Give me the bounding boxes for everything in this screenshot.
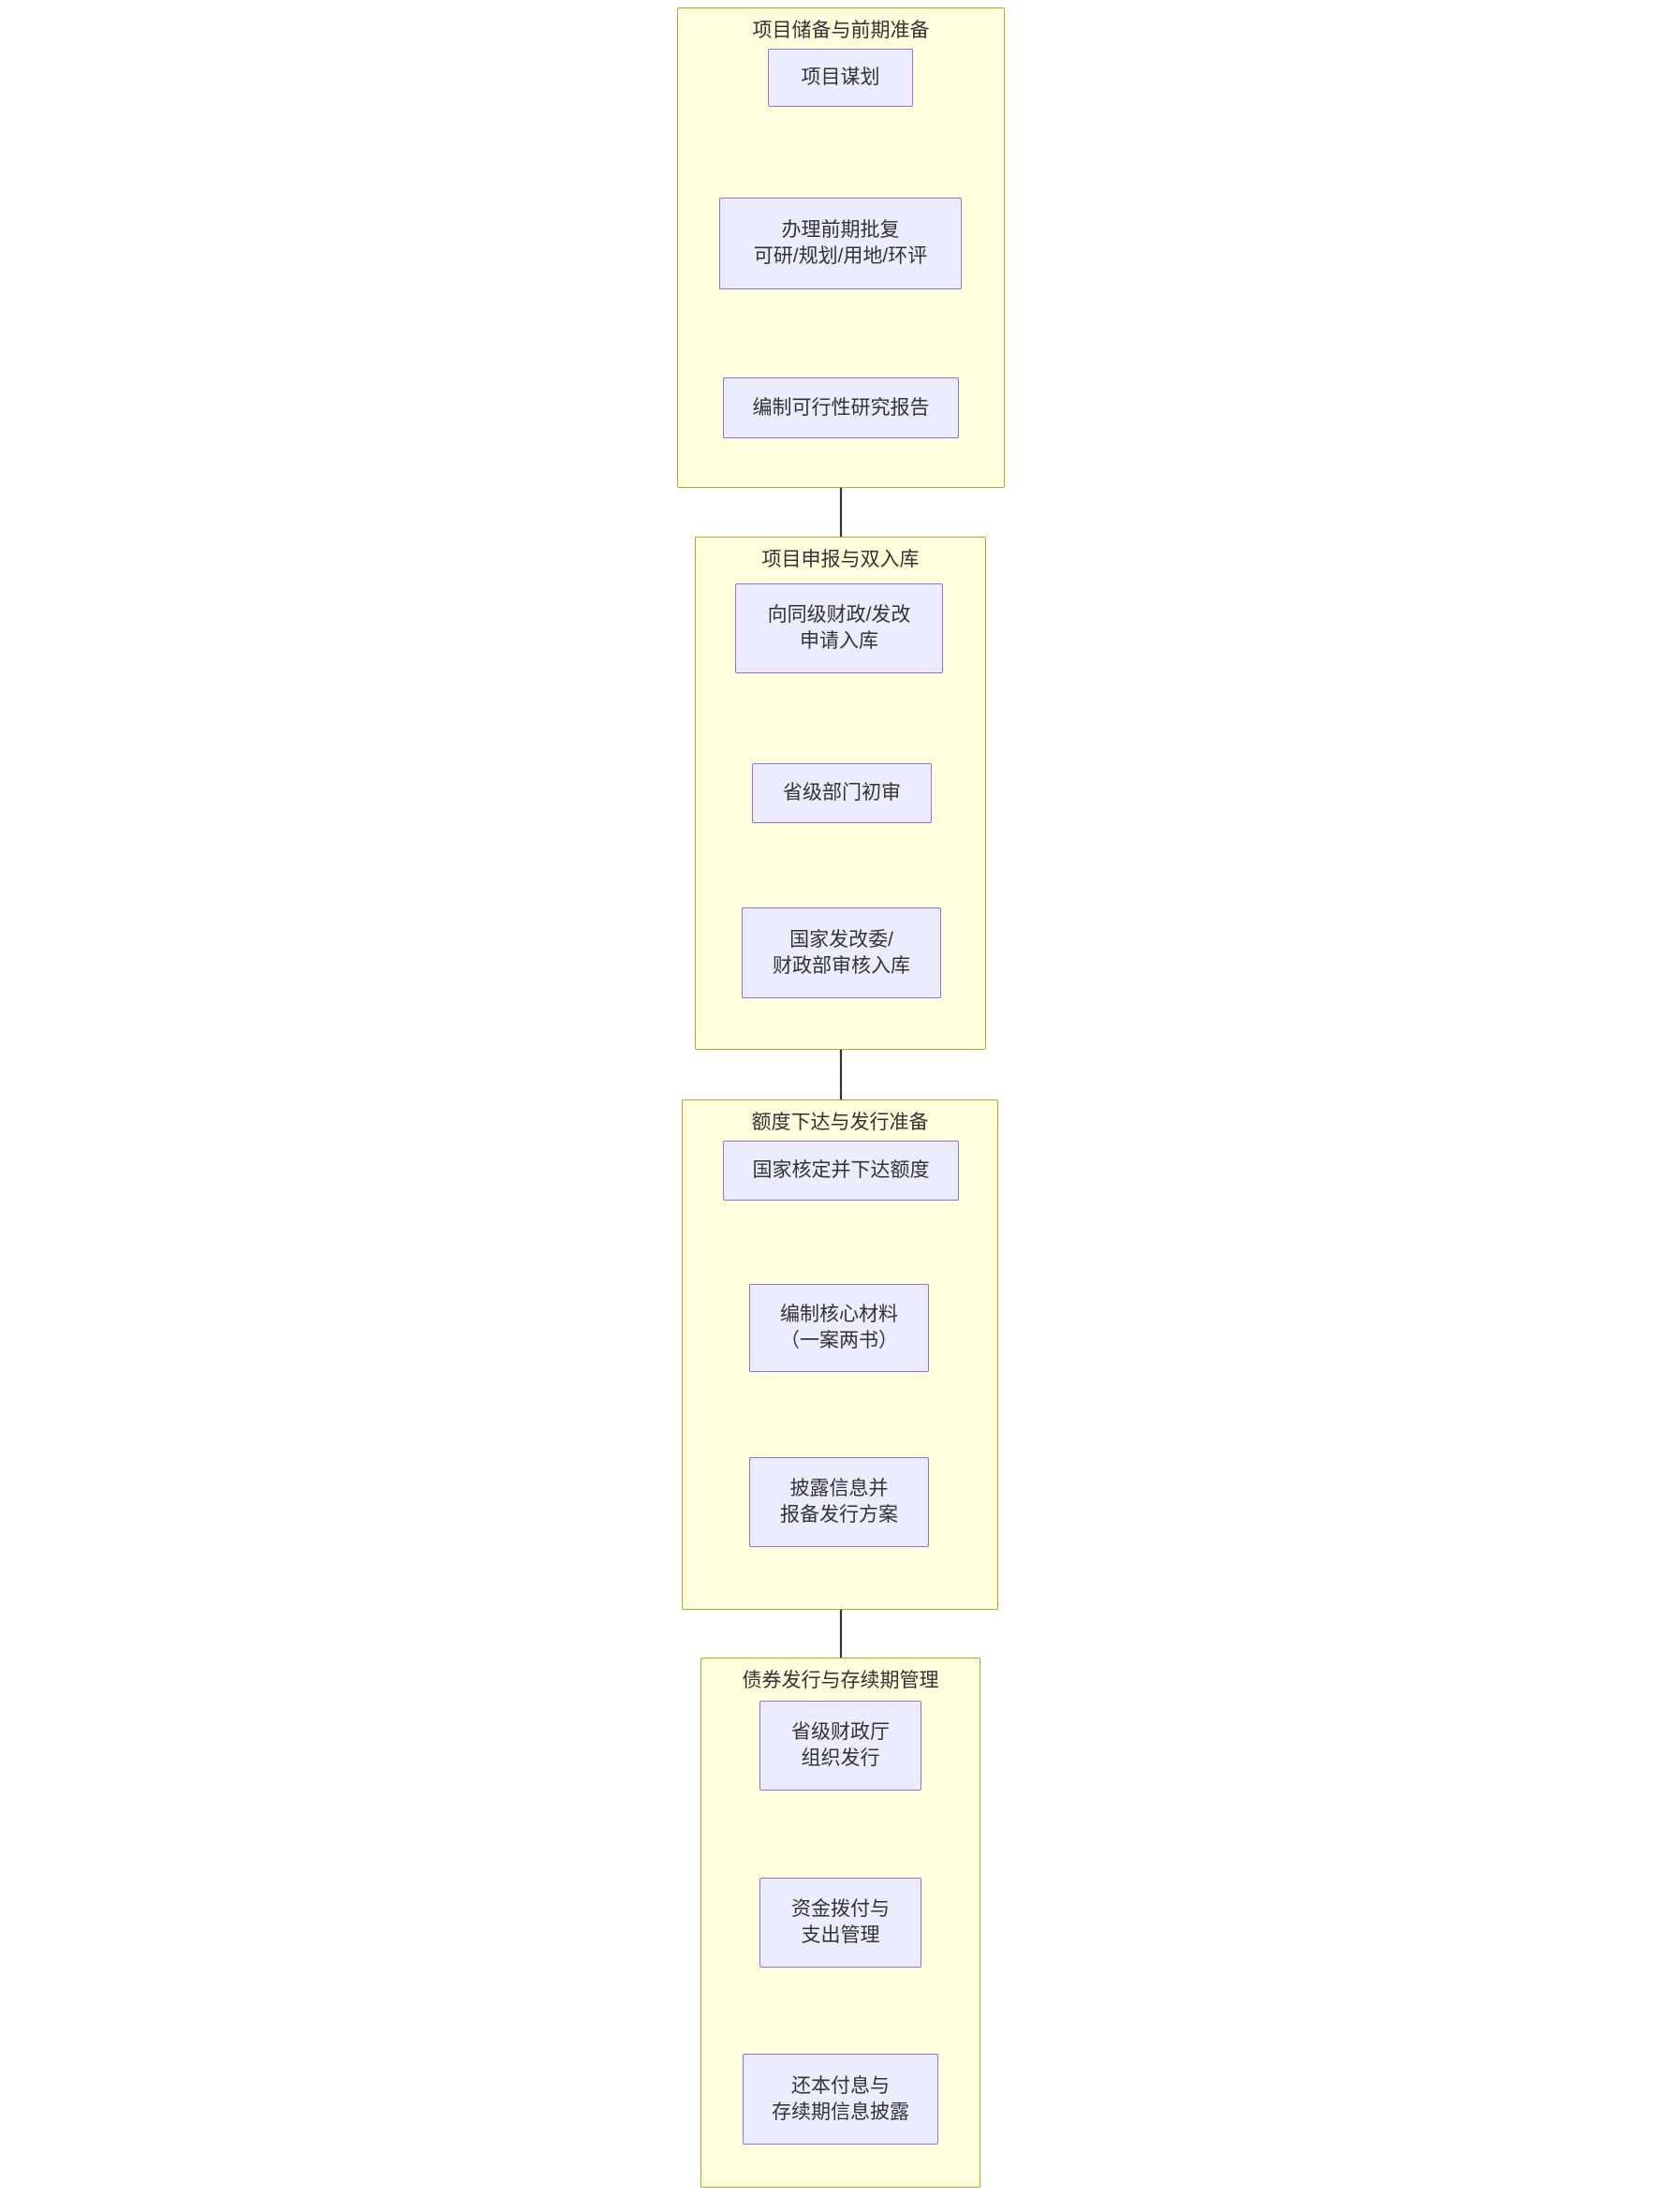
node-label-line: 向同级财政/发改 [767,604,911,627]
cluster-title: 项目储备与前期准备 [752,20,930,41]
node-label-line: 项目谋划 [801,66,880,89]
node-label-line: 申请入库 [800,630,878,652]
process-node-n5[interactable]: 省级部门初审 [752,763,932,823]
process-node-n10[interactable]: 省级财政厅组织发行 [759,1701,921,1791]
node-label-line: 披露信息并 [789,1478,889,1500]
process-node-n11[interactable]: 资金拨付与支出管理 [759,1878,921,1968]
node-label-line: 国家核定并下达额度 [752,1159,930,1182]
node-label-line: 还本付息与 [791,2074,890,2097]
process-node-n6[interactable]: 国家发改委/财政部审核入库 [742,907,941,998]
node-label-line: 办理前期批复 [781,219,900,242]
process-node-n1[interactable]: 项目谋划 [768,49,913,107]
process-node-n12[interactable]: 还本付息与存续期信息披露 [743,2054,938,2145]
node-label-line: 可研/规划/用地/环评 [753,245,928,267]
node-label-line: 资金拨付与 [791,1898,890,1921]
node-label-line: 支出管理 [801,1924,880,1946]
process-node-n4[interactable]: 向同级财政/发改申请入库 [735,583,943,673]
node-label-line: 编制核心材料 [780,1304,898,1326]
cluster-title: 项目申报与双入库 [761,549,920,570]
node-label-line: 存续期信息披露 [772,2101,909,2123]
node-label-line: 编制可行性研究报告 [752,396,930,419]
node-label-line: 报备发行方案 [780,1504,898,1526]
node-label-line: 省级部门初审 [783,782,901,804]
process-node-n2[interactable]: 办理前期批复可研/规划/用地/环评 [719,198,962,289]
node-label-line: 省级财政厅 [791,1721,890,1744]
node-label-line: （一案两书） [780,1330,898,1351]
process-node-n7[interactable]: 国家核定并下达额度 [723,1141,959,1201]
node-label-line: 财政部审核入库 [773,954,910,977]
process-node-n9[interactable]: 披露信息并报备发行方案 [749,1457,929,1547]
cluster-title: 额度下达与发行准备 [751,1112,929,1133]
node-label-line: 组织发行 [801,1747,880,1769]
process-node-n8[interactable]: 编制核心材料 （一案两书） [749,1284,929,1372]
process-node-n3[interactable]: 编制可行性研究报告 [723,377,959,438]
node-label-line: 国家发改委/ [789,928,893,951]
cluster-title: 债券发行与存续期管理 [742,1670,939,1691]
